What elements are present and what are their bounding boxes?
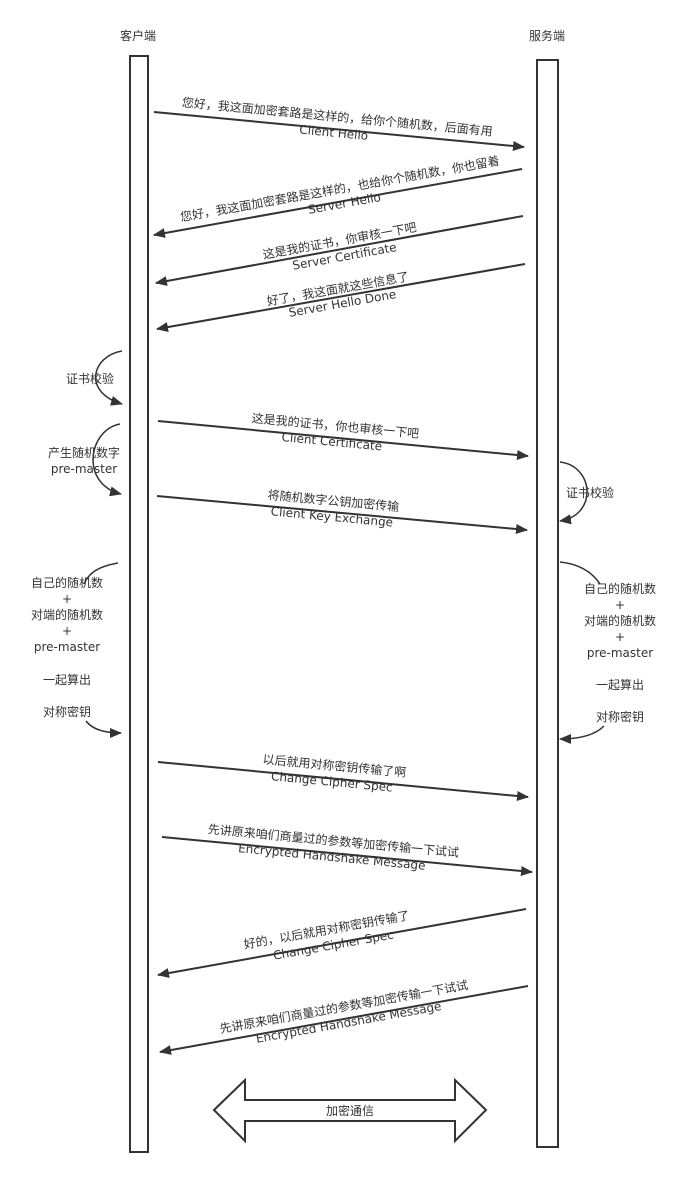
self-arrow <box>559 461 588 525</box>
note-text: 产生随机数字 <box>48 445 120 460</box>
note-text: + <box>615 598 625 612</box>
client-note-verify: 证书校验 <box>66 350 123 406</box>
message-en: Client Hello <box>299 123 369 143</box>
final-label: 加密通信 <box>326 1103 374 1118</box>
arrow-left <box>155 215 524 286</box>
encrypted-communication-arrow: 加密通信 <box>212 1077 488 1144</box>
arrow-left <box>153 168 523 238</box>
message-server-encrypted-handshake: 先讲原来咱们商量过的参数等加密传输一下试试 Encrypted Handshak… <box>159 977 529 1055</box>
note-text: 自己的随机数 <box>31 575 103 590</box>
note-text: 一起算出 <box>596 677 644 692</box>
client-lifeline <box>129 55 149 1153</box>
self-arrow-start <box>559 561 601 585</box>
arrow-right <box>161 836 533 876</box>
note-text: 证书校验 <box>566 485 614 500</box>
note-text: pre-master <box>51 462 117 476</box>
message-client-key-exchange: 将随机数字公钥加密传输 Client Key Exchange <box>156 487 528 534</box>
note-text: 对端的随机数 <box>31 607 103 622</box>
note-text: 自己的随机数 <box>584 581 656 596</box>
arrow-right <box>153 111 525 151</box>
message-client-hello: 您好，我这面加密套路是这样的，给你个随机数，后面有用 Client Hello <box>153 94 525 151</box>
server-lifeline <box>536 59 559 1148</box>
participant-server-label: 服务端 <box>529 28 565 43</box>
message-client-encrypted-handshake: 先讲原来咱们商量过的参数等加密传输一下试试 Encrypted Handshak… <box>161 821 533 876</box>
note-text: pre-master <box>587 646 653 660</box>
note-text: + <box>615 630 625 644</box>
message-server-change-cipher-spec: 好的，以后就用对称密钥传输了 Change Cipher Spec <box>157 907 527 978</box>
arrow-right <box>156 495 528 534</box>
note-text: 证书校验 <box>66 371 114 386</box>
note-text: pre-master <box>34 640 100 654</box>
self-arrow <box>92 423 122 497</box>
note-text: 一起算出 <box>43 672 91 687</box>
client-note-symmetric-key: 自己的随机数 + 对端的随机数 + pre-master 一起算出 对称密钥 <box>31 562 122 738</box>
arrow-right <box>157 761 529 801</box>
message-client-change-cipher-spec: 以后就用对称密钥传输了啊 Change Cipher Spec <box>157 751 529 801</box>
note-text: + <box>62 624 72 638</box>
server-note-verify: 证书校验 <box>559 461 614 525</box>
message-client-certificate: 这是我的证书，你也审核一下吧 Client Certificate <box>157 410 529 460</box>
arrow-left <box>157 908 527 978</box>
message-server-certificate: 这是我的证书，你审核一下吧 Server Certificate <box>155 215 524 286</box>
message-cn: 您好，我这面加密套路是这样的，也给你个随机数，你也留着 <box>179 153 501 225</box>
arrow-right <box>157 420 529 460</box>
double-arrow-icon <box>212 1077 488 1144</box>
note-text: 对称密钥 <box>43 704 91 719</box>
self-arrow-end <box>85 720 122 738</box>
self-arrow-start <box>83 562 119 585</box>
server-note-symmetric-key: 自己的随机数 + 对端的随机数 + pre-master 一起算出 对称密钥 <box>559 561 656 744</box>
arrow-left <box>156 263 526 333</box>
participant-client-label: 客户端 <box>120 28 156 43</box>
client-note-premaster: 产生随机数字 pre-master <box>48 423 122 497</box>
note-text: 对称密钥 <box>596 709 644 724</box>
note-text: + <box>62 592 72 606</box>
arrow-left <box>159 985 529 1055</box>
self-arrow-end <box>559 725 605 744</box>
self-arrow <box>94 350 123 406</box>
note-text: 对端的随机数 <box>584 613 656 628</box>
